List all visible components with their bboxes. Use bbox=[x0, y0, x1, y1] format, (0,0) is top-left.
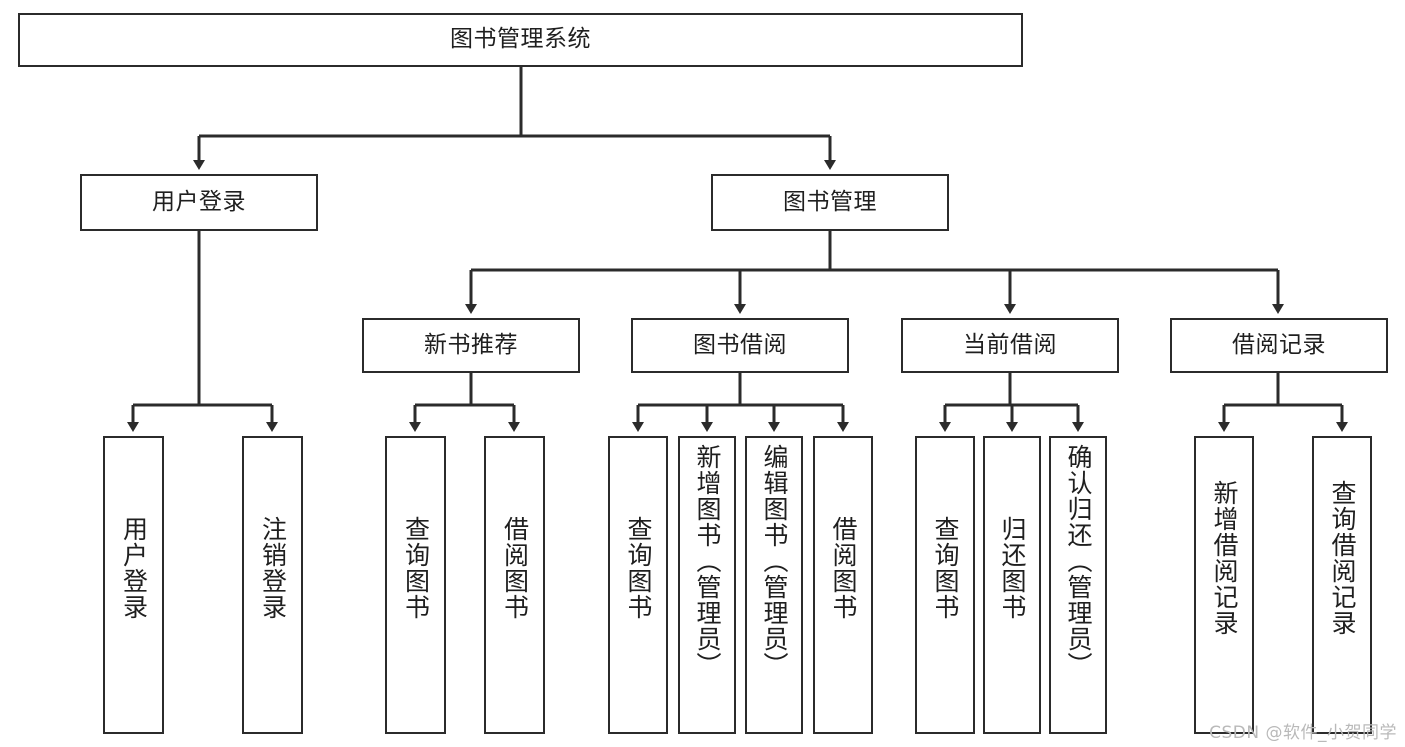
node-root-label: 图书管理系统 bbox=[450, 26, 591, 53]
node-leaf-add-record-label: 新增借阅记录 bbox=[1210, 480, 1239, 636]
watermark-text: CSDN @软件_小贺同学 bbox=[1209, 723, 1397, 743]
node-new-book-recommend[interactable]: 新书推荐 bbox=[362, 318, 580, 373]
node-current-borrow-label: 当前借阅 bbox=[963, 331, 1057, 358]
node-book-management[interactable]: 图书管理 bbox=[711, 174, 949, 231]
node-leaf-confirm-return-label: 确认归还（管理员） bbox=[1064, 444, 1093, 678]
node-leaf-query-record-label: 查询借阅记录 bbox=[1328, 480, 1357, 636]
node-leaf-query-record[interactable]: 查询借阅记录 bbox=[1312, 436, 1372, 734]
node-leaf-add-record[interactable]: 新增借阅记录 bbox=[1194, 436, 1254, 734]
node-leaf-add-book[interactable]: 新增图书（管理员） bbox=[678, 436, 736, 734]
node-leaf-logout-label: 注销登录 bbox=[258, 516, 288, 620]
node-leaf-confirm-return[interactable]: 确认归还（管理员） bbox=[1049, 436, 1107, 734]
node-leaf-query-book-1-label: 查询图书 bbox=[401, 516, 431, 620]
node-book-management-label: 图书管理 bbox=[783, 188, 877, 215]
node-leaf-borrow-book-2-label: 借阅图书 bbox=[829, 516, 858, 620]
node-book-borrow[interactable]: 图书借阅 bbox=[631, 318, 849, 373]
node-root[interactable]: 图书管理系统 bbox=[18, 13, 1023, 67]
node-user-login[interactable]: 用户登录 bbox=[80, 174, 318, 231]
node-leaf-borrow-book-1-label: 借阅图书 bbox=[500, 516, 530, 620]
node-leaf-query-book-2[interactable]: 查询图书 bbox=[608, 436, 668, 734]
node-borrow-record-label: 借阅记录 bbox=[1232, 331, 1326, 358]
node-leaf-edit-book[interactable]: 编辑图书（管理员） bbox=[745, 436, 803, 734]
node-current-borrow[interactable]: 当前借阅 bbox=[901, 318, 1119, 373]
node-leaf-return-book[interactable]: 归还图书 bbox=[983, 436, 1041, 734]
node-book-borrow-label: 图书借阅 bbox=[693, 331, 787, 358]
node-leaf-user-login-label: 用户登录 bbox=[119, 516, 149, 620]
node-leaf-user-login[interactable]: 用户登录 bbox=[103, 436, 164, 734]
node-leaf-borrow-book-1[interactable]: 借阅图书 bbox=[484, 436, 545, 734]
node-leaf-borrow-book-2[interactable]: 借阅图书 bbox=[813, 436, 873, 734]
node-new-book-recommend-label: 新书推荐 bbox=[424, 331, 518, 358]
node-leaf-query-book-1[interactable]: 查询图书 bbox=[385, 436, 446, 734]
node-leaf-add-book-label: 新增图书（管理员） bbox=[693, 444, 722, 678]
node-user-login-label: 用户登录 bbox=[152, 188, 246, 215]
node-borrow-record[interactable]: 借阅记录 bbox=[1170, 318, 1388, 373]
node-leaf-query-book-2-label: 查询图书 bbox=[624, 516, 653, 620]
node-leaf-edit-book-label: 编辑图书（管理员） bbox=[760, 444, 789, 678]
node-leaf-query-book-3-label: 查询图书 bbox=[931, 516, 960, 620]
node-leaf-query-book-3[interactable]: 查询图书 bbox=[915, 436, 975, 734]
node-leaf-logout[interactable]: 注销登录 bbox=[242, 436, 303, 734]
node-leaf-return-book-label: 归还图书 bbox=[998, 516, 1027, 620]
